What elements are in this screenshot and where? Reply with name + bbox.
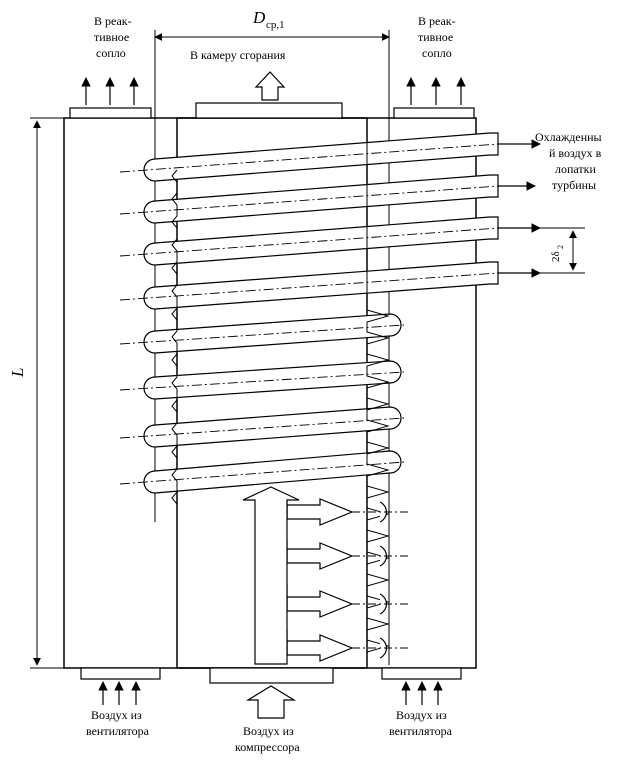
coil-tubes bbox=[119, 132, 499, 662]
cooled-air-label: турбины bbox=[552, 178, 596, 192]
nozzle-right-label: сопло bbox=[422, 46, 452, 60]
jet-arrow-icon bbox=[286, 498, 354, 526]
right-wall-profile bbox=[366, 309, 390, 662]
bottom-plate-left bbox=[80, 667, 161, 680]
jet-arrow-icon bbox=[286, 590, 354, 618]
pitch-subscript: 2 bbox=[556, 245, 565, 249]
cooled-air-outlets bbox=[498, 139, 541, 278]
diameter-subscript: ср,1 bbox=[266, 19, 285, 31]
diameter-symbol: D bbox=[252, 8, 266, 27]
pitch-dimension bbox=[540, 227, 585, 274]
compressor-label: Воздух из bbox=[243, 724, 294, 738]
compressor-arrow-icon bbox=[245, 685, 297, 719]
tube-axis bbox=[119, 324, 405, 345]
nozzle-left-label: сопло bbox=[96, 46, 126, 60]
pitch-label: 2δ bbox=[550, 251, 562, 262]
jet-arrow-icon bbox=[286, 542, 354, 570]
cooled-air-label: лопатки bbox=[555, 162, 597, 176]
combustion-arrow-icon bbox=[254, 71, 286, 101]
nozzle-left-label: В реак- bbox=[94, 14, 132, 28]
tube-axis bbox=[119, 417, 405, 439]
top-plate-right bbox=[393, 107, 475, 119]
tube-axis bbox=[119, 371, 405, 391]
tube-axis bbox=[119, 272, 499, 301]
nozzle-right-label: тивное bbox=[418, 30, 453, 44]
nozzle-right-label: В реак- bbox=[418, 14, 456, 28]
labels: В реак- тивное сопло В реак- тивное сопл… bbox=[8, 8, 602, 754]
length-label: L bbox=[8, 368, 27, 378]
cooled-air-label: й воздух в bbox=[549, 146, 602, 160]
central-flow-arrow-icon bbox=[242, 486, 300, 665]
fan-right-label: Воздух из bbox=[396, 708, 447, 722]
nozzle-arrows bbox=[81, 77, 466, 105]
bottom-plate-center bbox=[209, 667, 334, 684]
fan-right-label: вентилятора bbox=[389, 724, 453, 738]
plates bbox=[69, 102, 475, 684]
combustion-label: В камеру сгорания bbox=[190, 48, 286, 62]
cooled-air-label: Охлажденны bbox=[535, 130, 602, 144]
air-jets bbox=[286, 498, 408, 662]
fan-left-label: Воздух из bbox=[91, 708, 142, 722]
tube-axis bbox=[119, 461, 405, 485]
left-wall-profile bbox=[171, 169, 178, 515]
fan-arrows bbox=[98, 681, 443, 705]
fan-left-label: вентилятора bbox=[86, 724, 150, 738]
top-plate-left bbox=[69, 107, 152, 119]
jet-arrow-icon bbox=[286, 634, 354, 662]
tube-axis bbox=[119, 227, 499, 257]
length-dimension bbox=[30, 117, 64, 669]
top-plate-center bbox=[195, 102, 343, 119]
tube-axis bbox=[119, 185, 499, 215]
bottom-plate-right bbox=[381, 667, 462, 680]
compressor-label: компрессора bbox=[235, 740, 300, 754]
tube-axis bbox=[119, 143, 499, 173]
nozzle-left-label: тивное bbox=[94, 30, 129, 44]
